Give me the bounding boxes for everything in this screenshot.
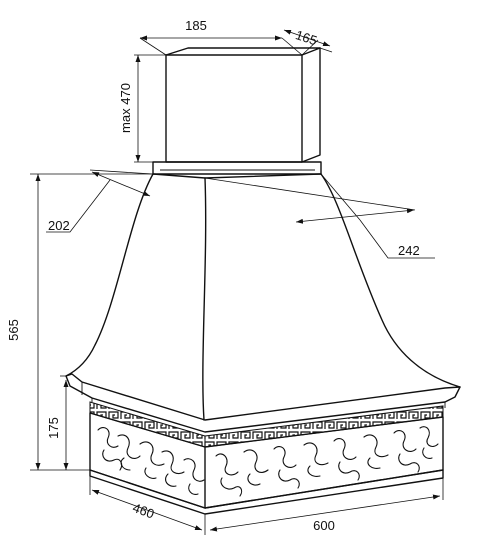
dimension-lines [30, 29, 444, 535]
top-plate [152, 161, 322, 175]
dim-hood-width-top: 242 [398, 243, 420, 258]
dim-chimney-depth: 165 [294, 27, 319, 48]
dim-chimney-height: max 470 [118, 83, 133, 133]
dim-hood-depth-top: 202 [48, 218, 70, 233]
chimney [165, 47, 321, 163]
dim-chimney-width: 185 [185, 18, 207, 33]
cornice [65, 373, 461, 433]
hood-body [65, 173, 461, 421]
dim-base-height: 175 [46, 417, 61, 439]
dim-total-height: 565 [6, 319, 21, 341]
dim-base-depth: 460 [131, 500, 157, 522]
dim-base-width: 600 [313, 518, 335, 533]
